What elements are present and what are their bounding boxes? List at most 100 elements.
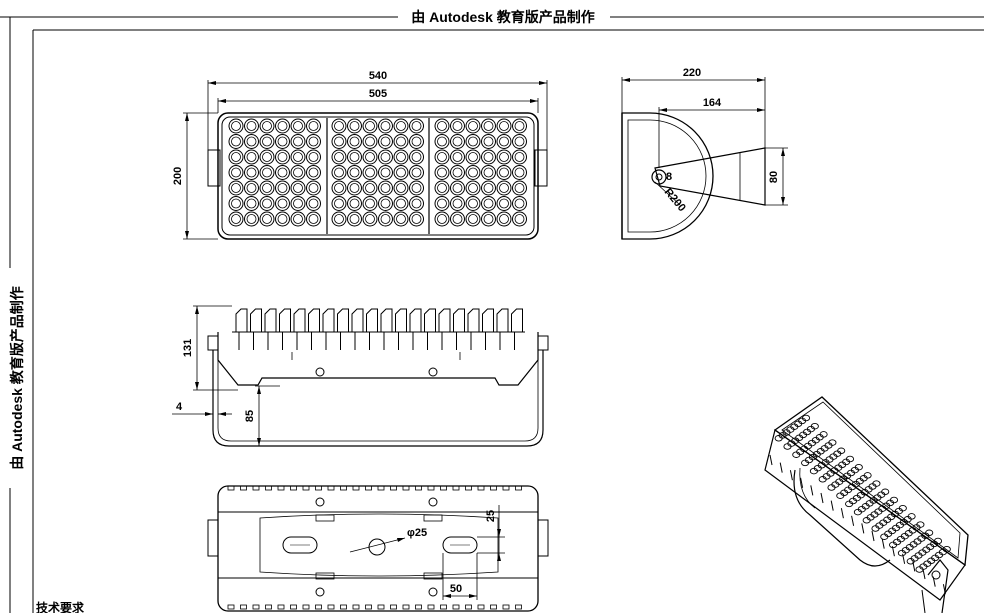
led-lens xyxy=(244,149,259,165)
led-lens-inner xyxy=(334,198,344,209)
led-lens-inner xyxy=(452,183,463,193)
led-lens xyxy=(362,180,378,196)
led-lens-inner xyxy=(308,136,319,147)
led-lens-inner xyxy=(231,214,241,224)
iso-led-lens xyxy=(915,566,924,573)
led-lens xyxy=(331,211,347,227)
edge-tooth xyxy=(390,604,397,610)
led-lens xyxy=(465,180,481,196)
led-lens xyxy=(496,134,512,149)
heatsink-fin xyxy=(279,308,291,350)
led-lens xyxy=(331,196,347,211)
led-lens-inner xyxy=(380,214,391,224)
iso-led-lens xyxy=(862,517,871,524)
led-lens-inner xyxy=(380,152,391,162)
led-lens xyxy=(496,180,512,196)
led-lens-inner xyxy=(396,183,406,193)
led-lens-inner xyxy=(293,152,303,162)
led-lens xyxy=(259,180,275,196)
led-lens-inner xyxy=(246,198,257,209)
led-lens-inner xyxy=(246,167,257,178)
led-lens xyxy=(393,149,409,165)
heatsink-fin xyxy=(453,308,465,350)
led-lens-inner xyxy=(437,198,447,209)
led-lens xyxy=(393,180,409,196)
led-lens-inner xyxy=(349,167,360,178)
led-lens xyxy=(275,149,290,165)
led-lens xyxy=(465,196,481,211)
led-lens-inner xyxy=(380,121,391,131)
led-lens-inner xyxy=(365,136,375,147)
led-lens xyxy=(306,180,321,196)
led-lens xyxy=(259,211,275,227)
led-lens-inner xyxy=(365,198,375,209)
led-lens xyxy=(512,196,527,211)
led-lens-inner xyxy=(277,198,288,209)
led-lens xyxy=(362,165,378,180)
iso-fin xyxy=(881,538,885,549)
led-lens xyxy=(512,180,527,196)
led-lens xyxy=(409,196,424,211)
led-lens-inner xyxy=(246,214,257,224)
heatsink-fin xyxy=(482,308,494,350)
heatsink-fin xyxy=(496,308,509,350)
iso-fin xyxy=(830,500,834,511)
led-lens xyxy=(275,196,290,211)
edge-tooth xyxy=(252,485,260,491)
iso-led-lens xyxy=(871,525,880,532)
led-lens-inner xyxy=(396,167,406,178)
iso-fin xyxy=(820,492,824,504)
dim-front-height: 200 xyxy=(172,167,184,185)
led-lens-inner xyxy=(468,214,478,224)
isometric-view xyxy=(764,396,969,613)
led-lens xyxy=(409,180,424,196)
led-lens-inner xyxy=(452,167,463,178)
led-lens-inner xyxy=(380,167,391,178)
edge-tooth xyxy=(340,485,347,491)
front-view: 540 505 200 xyxy=(172,70,548,240)
led-lens xyxy=(409,134,424,149)
iso-fin xyxy=(810,485,814,496)
iso-led-lens xyxy=(818,476,827,483)
led-lens-inner xyxy=(334,214,344,224)
iso-led-lens xyxy=(897,549,906,557)
led-lens-inner xyxy=(349,198,360,209)
led-lens-inner xyxy=(468,167,478,178)
edge-tooth xyxy=(490,604,497,610)
iso-led-lens xyxy=(801,459,810,467)
led-lens xyxy=(409,118,424,134)
led-lens xyxy=(434,134,450,149)
led-lens xyxy=(512,211,527,227)
led-lens-inner xyxy=(514,214,525,224)
led-lens xyxy=(434,118,450,134)
led-lens-inner xyxy=(246,183,257,193)
isometric-led-grid xyxy=(774,414,951,573)
led-lens xyxy=(259,118,275,134)
led-lens-inner xyxy=(468,121,478,131)
edge-tooth xyxy=(415,485,422,491)
heatsink-fin xyxy=(293,308,306,350)
led-lens xyxy=(393,134,409,149)
led-lens-inner xyxy=(349,136,360,147)
led-lens-inner xyxy=(437,214,447,224)
led-lens-inner xyxy=(514,136,525,147)
heatsink-fin xyxy=(264,308,277,350)
led-lens xyxy=(378,211,393,227)
led-lens xyxy=(409,211,424,227)
edge-tooth xyxy=(515,604,522,610)
led-lens-inner xyxy=(514,167,525,178)
edge-tooth xyxy=(452,604,460,610)
edge-tooth xyxy=(402,604,410,610)
led-lens xyxy=(393,118,409,134)
edge-tooth xyxy=(315,604,322,610)
edge-tooth xyxy=(252,604,260,610)
led-lens xyxy=(259,149,275,165)
iso-led-lens xyxy=(774,435,783,442)
led-lens xyxy=(290,211,306,227)
edge-tooth xyxy=(515,485,522,491)
led-lens-inner xyxy=(499,183,509,193)
heatsink-fin xyxy=(351,308,364,350)
edge-tooth xyxy=(302,604,310,610)
led-lens-inner xyxy=(334,152,344,162)
led-lens-inner xyxy=(334,136,344,147)
